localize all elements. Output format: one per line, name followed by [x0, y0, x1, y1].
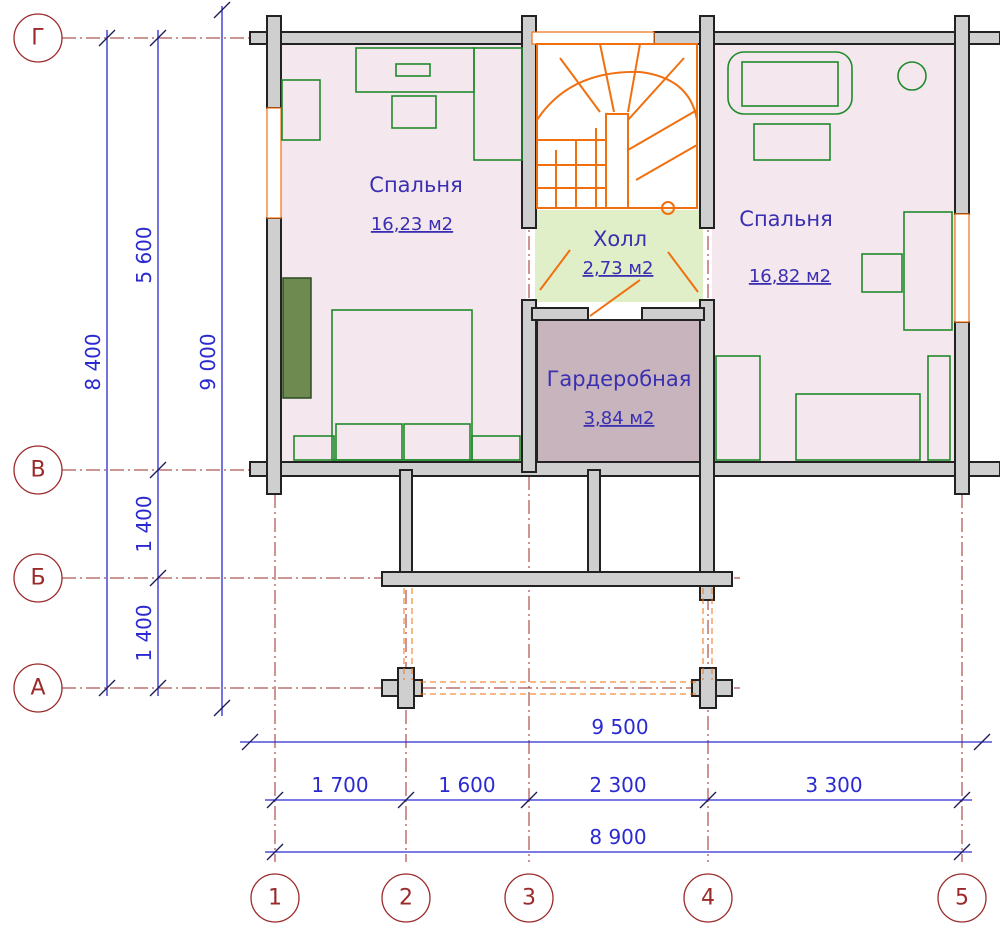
- dim-text: 1 400: [132, 604, 156, 661]
- dim-text: 9 500: [591, 715, 648, 739]
- left-dimensions: 8 400 5 600 1 400 1 400 9 000: [81, 1, 231, 717]
- plant-icon: [897, 61, 927, 91]
- wardrobe-cabinet-left: [281, 79, 321, 141]
- wall-wardrobe-left: [531, 307, 589, 321]
- wall-axis3-lower: [521, 299, 537, 473]
- column-axis-markers: 1 2 3 4 5: [250, 873, 987, 923]
- wall-right-upper: [954, 15, 970, 215]
- room-name: Спальня: [739, 207, 832, 231]
- axis-label: 4: [701, 886, 715, 911]
- dim-text: 1 700: [311, 773, 368, 797]
- wall-axis3-upper: [521, 15, 537, 229]
- axis-label: 5: [955, 886, 969, 911]
- axis-label: 3: [522, 886, 536, 911]
- room-labels: Спальня 16,23 м2 Холл 2,73 м2 Спальня 16…: [369, 173, 832, 429]
- axis-label: В: [30, 458, 45, 483]
- furniture-left-bedroom: [281, 47, 523, 461]
- dim-text: 2 300: [589, 773, 646, 797]
- sofa-right: [727, 51, 853, 115]
- porch-wall-left: [399, 469, 413, 581]
- table-right: [753, 123, 831, 161]
- chair-left: [391, 95, 437, 129]
- bottom-dimensions: 9 500 1 700 1 600 2 300 3 300 8 900: [240, 715, 992, 861]
- dim-text: 8 400: [81, 333, 105, 390]
- room-fills: [280, 42, 958, 464]
- wall-axis4-lower: [699, 299, 715, 601]
- hall-floor: [535, 210, 703, 302]
- wall-top-left: [249, 31, 533, 45]
- stair-floor: [535, 42, 703, 210]
- radiator-right: [715, 355, 761, 461]
- walls: [249, 15, 1000, 709]
- window-top-stair: [531, 31, 655, 45]
- room-area: 2,73 м2: [583, 258, 654, 279]
- room-area: 16,82 м2: [749, 266, 831, 287]
- row-axis-markers: Г В Б А: [13, 13, 63, 713]
- staircase: [536, 43, 699, 317]
- wall-axis4-upper: [699, 15, 715, 229]
- wall-wardrobe-right: [641, 307, 705, 321]
- room-area: 16,23 м2: [371, 214, 453, 235]
- room-name: Спальня: [369, 173, 462, 197]
- wall-left-lower: [266, 217, 282, 495]
- dim-text: 9 000: [196, 333, 220, 390]
- room-name: Гардеробная: [547, 367, 692, 391]
- wardrobe-floor: [536, 319, 702, 463]
- post-2a-v: [397, 667, 415, 709]
- axis-label: 1: [268, 886, 282, 911]
- dim-text: 8 900: [589, 825, 646, 849]
- furniture-right-bedroom: [715, 51, 953, 461]
- post-4a-v: [699, 667, 717, 709]
- room-name: Холл: [593, 227, 647, 251]
- axis-label: А: [30, 676, 45, 701]
- desk-right: [903, 211, 953, 331]
- bedroom-left-floor: [280, 42, 526, 464]
- dim-text: 3 300: [805, 773, 862, 797]
- axis-label: Г: [31, 26, 44, 51]
- bed-right: [795, 393, 921, 461]
- wall-left-upper: [266, 15, 282, 109]
- window-left: [266, 107, 282, 219]
- porch-wall-bottom: [381, 571, 733, 587]
- wall-bottom: [249, 461, 1000, 477]
- monitor-left: [395, 63, 431, 77]
- dim-text: 1 600: [438, 773, 495, 797]
- axis-label: Б: [30, 566, 45, 591]
- shelf-left: [473, 47, 523, 161]
- wall-right-lower: [954, 321, 970, 495]
- dim-text: 1 400: [132, 495, 156, 552]
- window-right: [954, 213, 970, 323]
- fireplace: [282, 277, 312, 399]
- dim-text: 5 600: [132, 226, 156, 283]
- porch-wall-mid: [587, 469, 601, 575]
- axis-label: 2: [399, 886, 413, 911]
- room-area: 3,84 м2: [584, 408, 655, 429]
